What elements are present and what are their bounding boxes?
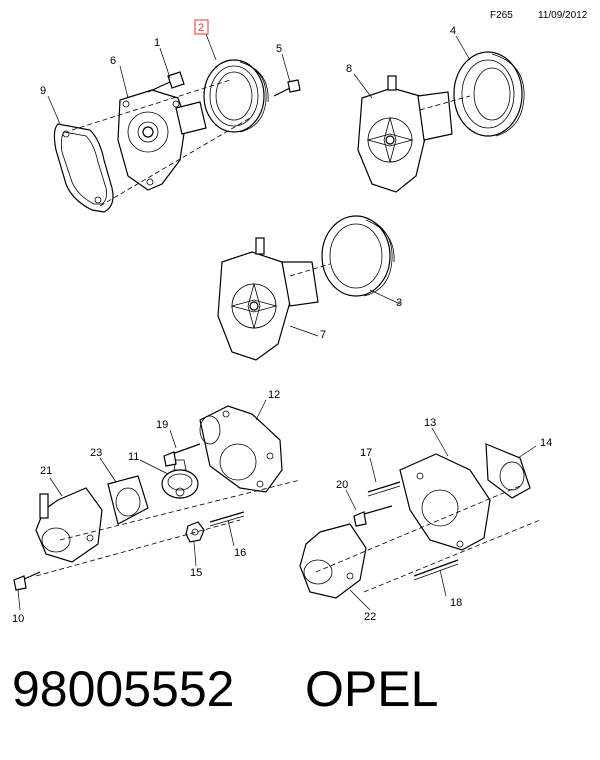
stud-17[interactable] bbox=[367, 481, 401, 497]
callout-20: 20 bbox=[336, 479, 348, 491]
water-outlet-21[interactable] bbox=[35, 487, 103, 563]
bolt-5[interactable] bbox=[273, 79, 301, 97]
callout-19: 19 bbox=[156, 419, 168, 431]
callout-7: 7 bbox=[320, 329, 326, 341]
part-number: 98005552 bbox=[12, 661, 235, 717]
callout-17: 17 bbox=[360, 447, 372, 459]
water-outlet-22[interactable] bbox=[299, 523, 367, 599]
callout-9: 9 bbox=[40, 85, 46, 97]
callout-11: 11 bbox=[128, 451, 139, 463]
callout-16: 16 bbox=[234, 547, 246, 559]
bolt-20[interactable] bbox=[353, 505, 393, 527]
stud-18[interactable] bbox=[413, 559, 459, 581]
callout-2-box bbox=[194, 19, 209, 35]
callout-15: 15 bbox=[190, 567, 202, 579]
callout-8: 8 bbox=[346, 63, 352, 75]
water-pump-assembly-7[interactable] bbox=[217, 237, 319, 361]
pulley-3[interactable] bbox=[321, 215, 395, 297]
pulley-2[interactable] bbox=[203, 59, 269, 133]
callout-2: 2 bbox=[198, 22, 204, 34]
thermostat-11[interactable] bbox=[161, 459, 199, 499]
callout-14: 14 bbox=[540, 437, 552, 449]
callout-6: 6 bbox=[110, 55, 116, 67]
callout-12: 12 bbox=[268, 389, 280, 401]
bolt-10[interactable] bbox=[13, 571, 41, 591]
gasket-23[interactable] bbox=[107, 475, 149, 525]
leader-lines bbox=[17, 33, 537, 611]
bolt-1[interactable] bbox=[147, 71, 185, 93]
callout-21: 21 bbox=[40, 465, 52, 477]
callout-18: 18 bbox=[450, 597, 462, 609]
callout-10: 10 bbox=[12, 613, 24, 625]
parts-diagram: 1 2 3 4 5 6 7 8 9 10 11 12 13 14 15 16 1… bbox=[12, 19, 552, 625]
thermostat-housing-13[interactable] bbox=[399, 453, 491, 551]
diagram-code: F265 bbox=[490, 10, 513, 21]
gasket-9[interactable] bbox=[53, 123, 114, 213]
water-pump-housing-6[interactable] bbox=[117, 89, 207, 191]
brand-name: OPEL bbox=[305, 661, 439, 717]
water-pump-assembly-8[interactable] bbox=[357, 75, 453, 193]
callout-1: 1 bbox=[154, 37, 160, 49]
pulley-4[interactable] bbox=[453, 51, 525, 137]
callout-4: 4 bbox=[450, 25, 456, 37]
callout-13: 13 bbox=[424, 417, 436, 429]
bolt-19[interactable] bbox=[163, 443, 201, 467]
callout-22: 22 bbox=[364, 611, 376, 623]
callout-23: 23 bbox=[90, 447, 102, 459]
diagram-date: 11/09/2012 bbox=[538, 10, 588, 21]
gasket-14[interactable] bbox=[485, 443, 531, 499]
thermostat-housing-12[interactable] bbox=[199, 405, 283, 493]
callout-3: 3 bbox=[396, 297, 402, 309]
stud-16[interactable] bbox=[209, 511, 245, 527]
callout-5: 5 bbox=[276, 43, 282, 55]
